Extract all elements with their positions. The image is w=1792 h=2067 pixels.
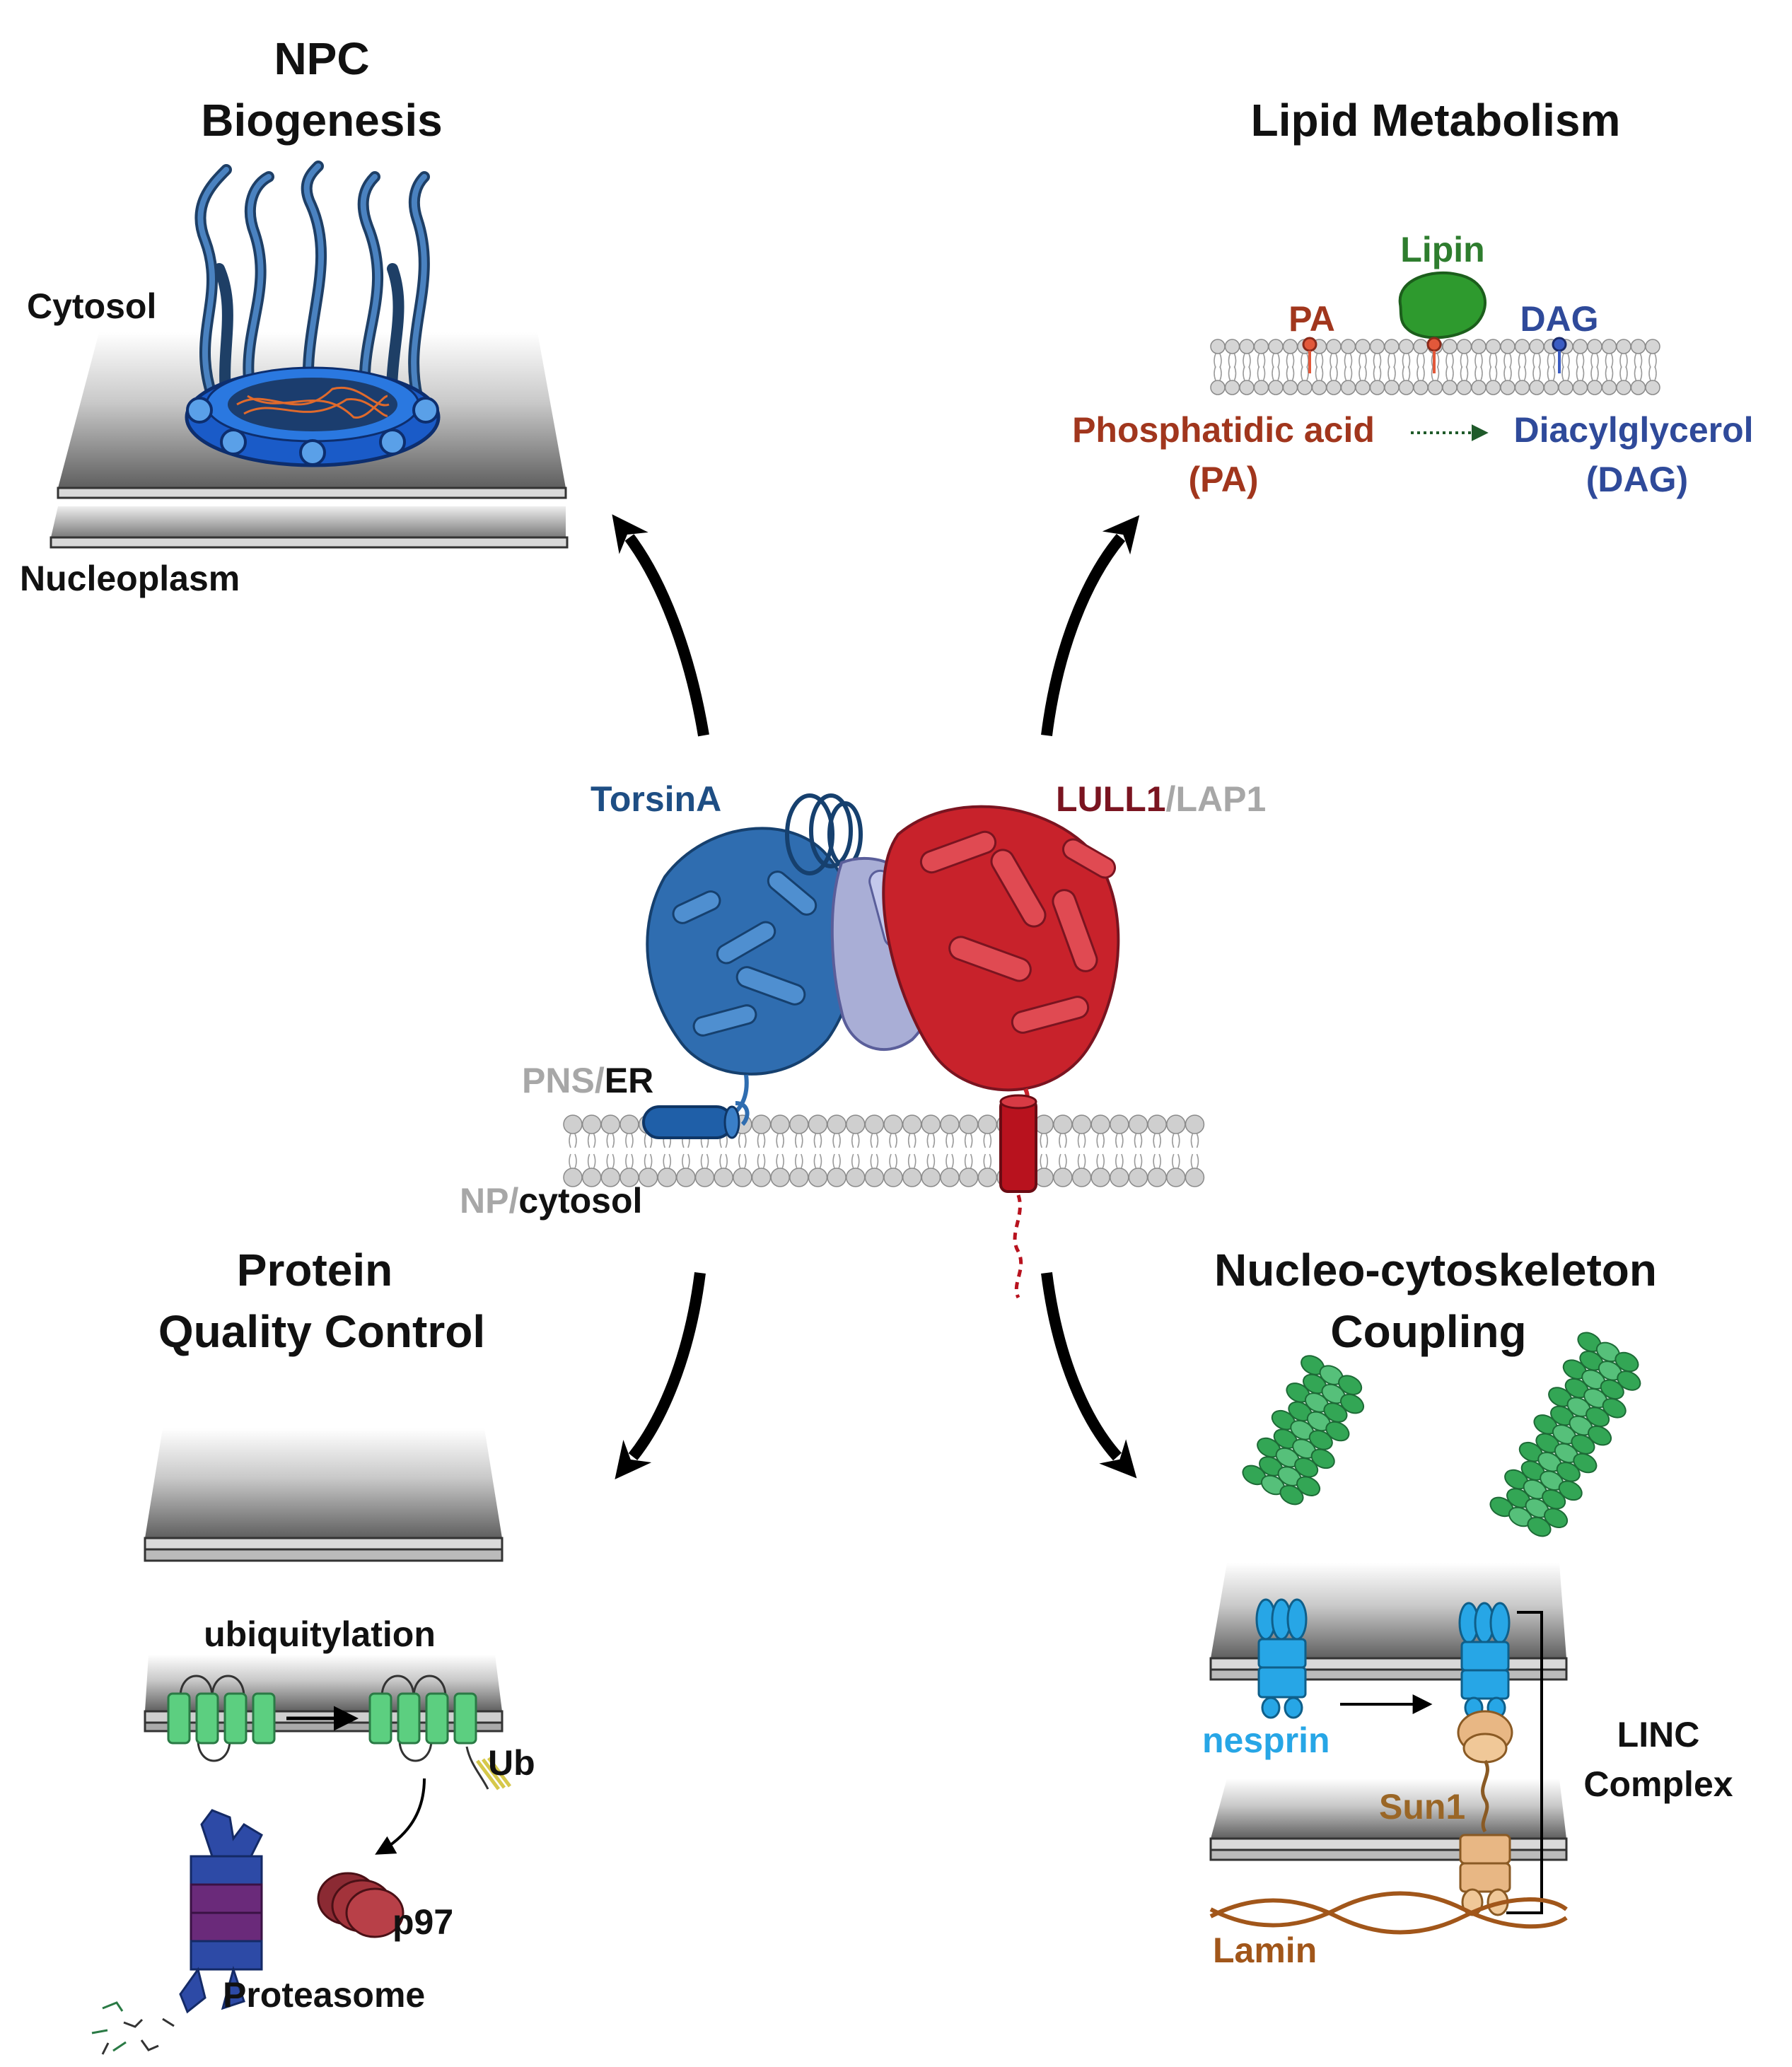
linc-label-line1: LINC [1617, 1715, 1700, 1754]
ncc-title-line1: Nucleo-cytoskeleton [1214, 1245, 1657, 1295]
pns-er-label: PNS/ER [522, 1061, 653, 1100]
lap1-label: LAP1 [1175, 779, 1266, 819]
lull1-tm-helix [999, 1098, 1037, 1193]
pqc-upper-membrane-edge2 [144, 1548, 504, 1562]
linc-bracket [1506, 1611, 1543, 1914]
ubiquitin-chain [476, 1757, 511, 1791]
npc-title-line2: Biogenesis [201, 95, 442, 146]
npc-nucleoplasm-label: Nucleoplasm [20, 559, 240, 598]
dag-full-label: Diacylglycerol [1513, 410, 1753, 450]
lipin-label: Lipin [1400, 230, 1484, 269]
torsina-membrane-helix [642, 1105, 733, 1139]
lipin-protein [1398, 271, 1486, 339]
pqc-upper-membrane [145, 1428, 502, 1538]
er-label: ER [605, 1061, 653, 1100]
npc-channel-mesh [236, 386, 390, 419]
nesprin-unbound [1255, 1598, 1308, 1719]
ncc-inner-membrane [1211, 1778, 1566, 1839]
peptide-fragments [91, 2001, 175, 2055]
dag-label: DAG [1520, 299, 1598, 339]
lull1-structure [882, 805, 1120, 1119]
proteasome-label: Proteasome [223, 1975, 425, 2015]
ncc-inner-membrane-edge2 [1209, 1848, 1568, 1861]
pqc-upper-membrane-edge [144, 1537, 504, 1551]
p97-arrow [375, 1778, 426, 1855]
arrow-to-npc [612, 514, 709, 737]
substrate-left [167, 1675, 276, 1762]
proteasome-complex [179, 1809, 263, 2014]
npc-cytosol-label: Cytosol [27, 286, 156, 326]
lull1-tm-cap [999, 1094, 1037, 1110]
nesprin-bound [1458, 1602, 1511, 1719]
npc-panel: NPC Biogenesis [20, 33, 569, 598]
lull1-slash: / [1166, 779, 1176, 819]
npc-title-line1: NPC [274, 33, 369, 84]
substrate-right [368, 1675, 511, 1791]
cytosol-label: cytosol [518, 1181, 642, 1221]
nesprin-label: nesprin [1202, 1720, 1330, 1760]
main-arrows [612, 514, 1140, 1479]
lull1-label: LULL1 [1056, 779, 1166, 819]
pa-abbr-label: (PA) [1188, 460, 1258, 499]
ncc-panel: Nucleo-cytoskeleton Coupling [1202, 1245, 1733, 1970]
np-label: NP [460, 1181, 508, 1221]
np-cytosol-label: NP/cytosol [460, 1181, 642, 1221]
lamin-label: Lamin [1213, 1931, 1317, 1970]
lull-lap-label: LULL1/LAP1 [1056, 779, 1266, 819]
center-panel: TorsinA LULL1/LAP1 PNS/ER NP/cytosol [460, 779, 1266, 1299]
pa-full-label: Phosphatidic acid [1072, 410, 1375, 450]
npc-inner-membrane [51, 506, 566, 537]
actin-filaments [1242, 1332, 1641, 1537]
lull1-disordered-tail [1013, 1194, 1023, 1299]
npc-outer-membrane-edge [57, 487, 567, 499]
torsina-helix-cap [723, 1105, 740, 1139]
pqc-title-line2: Quality Control [158, 1306, 485, 1357]
lipid-title: Lipid Metabolism [1251, 95, 1621, 146]
pa-headgroup [1302, 337, 1317, 352]
torsina-label: TorsinA [590, 779, 721, 819]
npc-inner-membrane-edge [50, 536, 569, 549]
pa-label: PA [1288, 299, 1335, 339]
p97-complex [317, 1872, 405, 1938]
ncc-title-line2: Coupling [1330, 1306, 1526, 1357]
pqc-panel: Protein Quality Control ubiquitylation [91, 1245, 535, 2055]
ncc-inner-membrane-edge [1209, 1837, 1568, 1851]
dag-abbr-label: (DAG) [1586, 460, 1688, 499]
linc-label-line2: Complex [1583, 1764, 1733, 1804]
np-slash: / [508, 1181, 518, 1221]
pqc-title-line1: Protein [237, 1245, 392, 1295]
p97-label: p97 [392, 1902, 453, 1942]
ubiquitylation-label: ubiquitylation [204, 1614, 436, 1654]
npc-channel [228, 378, 397, 431]
dag-headgroup [1552, 337, 1567, 352]
sun1-label: Sun1 [1379, 1787, 1465, 1827]
pa-under-lipin [1426, 337, 1442, 352]
torsina-structure [646, 793, 863, 1126]
ub-label: Ub [488, 1743, 535, 1783]
pns-slash: / [595, 1061, 605, 1100]
lipid-bilayer [1210, 339, 1660, 395]
arrow-to-ncc [1041, 1272, 1137, 1479]
lamin-filaments [1209, 1891, 1568, 1935]
arrow-to-pqc [615, 1272, 706, 1479]
npc-fg-filaments-highlight [197, 163, 427, 413]
pns-label: PNS [522, 1061, 595, 1100]
lipid-panel: Lipid Metabolism Lipin PA DAG Phosphatid… [1072, 95, 1753, 499]
arrow-to-lipid [1041, 515, 1140, 736]
npc-ring-subunits [186, 397, 439, 466]
